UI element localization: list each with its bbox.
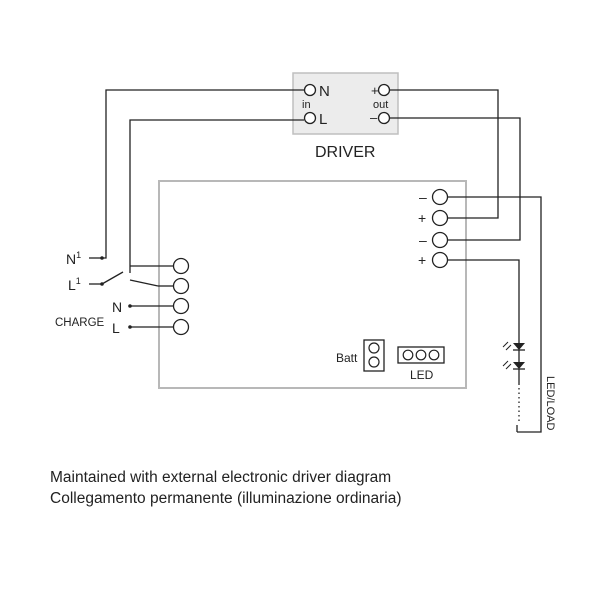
driver-out-plus-terminal [377, 83, 391, 97]
driver-out-minus-terminal [377, 111, 391, 125]
caption-line-2: Collegamento permanente (illuminazione o… [50, 490, 402, 507]
driver-out-plus-label: + [371, 83, 379, 98]
wire-load-minus [447, 196, 542, 433]
module-output-polarity-3: – [419, 232, 427, 248]
wire-driver-plus [389, 89, 499, 219]
wire-driver-l-switch [129, 119, 304, 273]
led-label: LED [410, 368, 434, 382]
module-input-terminal-n1 [172, 257, 190, 275]
module-output-polarity-1: – [419, 189, 427, 205]
driver-in-label: in [302, 99, 311, 111]
charge-n-label: N [112, 299, 122, 315]
mains-n1-label: N1 [66, 250, 81, 267]
wires [89, 89, 542, 433]
driver-in-n-terminal [303, 83, 317, 97]
module-output-terminal-4 [431, 251, 449, 269]
wire-n1-driver-n [102, 89, 304, 259]
driver-out-minus-label: – [370, 110, 378, 125]
wire-load-plus [447, 259, 520, 343]
led-symbol-2 [502, 360, 525, 370]
batt-label: Batt [336, 351, 358, 365]
driver-title: DRIVER [315, 144, 375, 161]
driver-in-n-label: N [319, 83, 330, 100]
switch-blade [101, 271, 124, 285]
module-output-polarity-2: + [418, 210, 426, 226]
module-input-terminal-charge-l [172, 318, 190, 336]
charge-label: CHARGE [55, 317, 105, 329]
wire-driver-minus [389, 117, 521, 241]
module-output-terminal-2 [431, 209, 449, 227]
led-load-label: LED/LOAD [544, 376, 556, 430]
module-input-terminal-charge-n [172, 297, 190, 315]
driver-out-label: out [373, 99, 388, 111]
mains-l1-label: L1 [68, 276, 81, 293]
module-input-terminal-l1 [172, 277, 190, 295]
led-symbol-1 [502, 341, 525, 351]
module-output-terminal-1 [431, 188, 449, 206]
driver-in-l-label: L [319, 111, 327, 128]
module-output-terminal-3 [431, 231, 449, 249]
module-output-polarity-4: + [418, 252, 426, 268]
charge-l-label: L [112, 320, 120, 336]
caption-line-1: Maintained with external electronic driv… [50, 469, 392, 486]
driver-in-l-terminal [303, 111, 317, 125]
